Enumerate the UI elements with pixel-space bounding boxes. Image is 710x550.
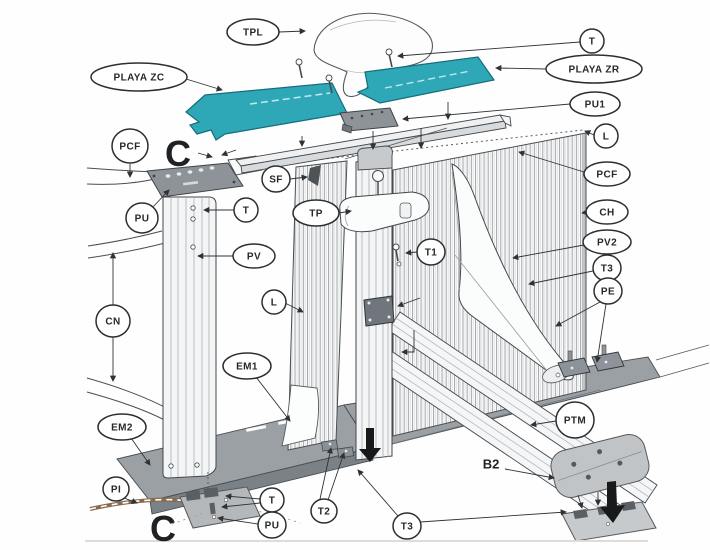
leader-lines <box>123 28 607 525</box>
part-label-pv2: PV2 <box>582 229 632 255</box>
svg-text:T2: T2 <box>318 507 331 518</box>
part-label-tp: TP <box>292 199 340 227</box>
screws <box>295 48 393 94</box>
svg-text:PV2: PV2 <box>597 238 617 249</box>
part-label-ptm: PTM <box>555 401 595 439</box>
part-label-c-bottom: C <box>150 508 176 549</box>
svg-text:PCF: PCF <box>119 142 140 153</box>
svg-text:PLAYA ZR: PLAYA ZR <box>569 65 620 76</box>
svg-text:L: L <box>603 132 610 143</box>
svg-text:T: T <box>243 206 250 217</box>
svg-text:T: T <box>589 37 596 48</box>
part-label-em1: EM1 <box>222 352 272 380</box>
part-label-em2: EM2 <box>97 413 147 441</box>
svg-text:EM1: EM1 <box>236 362 258 373</box>
svg-text:PCF: PCF <box>596 170 617 181</box>
part-label-t3-right: T3 <box>592 254 622 282</box>
svg-text:T1: T1 <box>425 248 438 259</box>
svg-text:L: L <box>271 298 278 309</box>
svg-text:PU: PU <box>135 214 150 225</box>
part-label-cn: CN <box>95 304 131 338</box>
centre-post <box>339 145 430 462</box>
part-label-t3-bottom: T3 <box>392 512 422 540</box>
top-plate-pu <box>146 162 244 198</box>
sf-clip <box>308 165 321 186</box>
down-arrow-small <box>359 428 381 462</box>
svg-text:PV: PV <box>247 252 261 263</box>
part-label-pu-bottom: PU <box>257 511 287 539</box>
part-label-l-mid: L <box>261 289 287 315</box>
part-label-pv: PV <box>232 243 276 269</box>
svg-text:PLAYA ZC: PLAYA ZC <box>114 73 165 84</box>
part-label-c-top: C <box>165 133 191 174</box>
right-foot-hardware <box>550 344 710 542</box>
part-label-t-bottom: T <box>259 487 285 513</box>
part-label-pu1: PU1 <box>569 91 621 117</box>
part-label-pcf-right: PCF <box>583 161 631 187</box>
playa-zr-panel <box>356 56 496 104</box>
part-label-t-left: T <box>233 197 259 223</box>
wall-joint-bracket <box>363 295 395 327</box>
knob-ball <box>372 170 384 182</box>
svg-text:T3: T3 <box>401 522 414 533</box>
svg-text:C: C <box>165 133 191 174</box>
svg-text:T3: T3 <box>601 264 614 275</box>
part-label-tpl: TPL <box>226 18 280 46</box>
curved-side-rails <box>86 167 175 425</box>
svg-text:PU: PU <box>265 521 280 532</box>
part-label-pe: PE <box>593 277 623 305</box>
part-label-pi: PI <box>102 476 130 502</box>
part-label-pu-left: PU <box>125 202 159 234</box>
part-label-pcf-left: PCF <box>111 128 149 164</box>
svg-text:PTM: PTM <box>564 416 586 427</box>
svg-text:T: T <box>269 496 276 507</box>
top-cover-parts <box>185 12 496 141</box>
wall-section-left <box>281 160 348 451</box>
svg-text:SF: SF <box>269 175 283 186</box>
svg-text:TP: TP <box>309 209 323 220</box>
part-label-b2: B2 <box>483 457 500 472</box>
svg-text:CH: CH <box>599 208 614 219</box>
part-label-t-top: T <box>579 28 605 54</box>
svg-text:PI: PI <box>111 485 121 496</box>
playa-zc-panel <box>185 82 348 141</box>
svg-text:EM2: EM2 <box>111 423 133 434</box>
svg-text:B2: B2 <box>483 457 500 472</box>
svg-text:PE: PE <box>601 287 615 298</box>
part-label-ch: CH <box>585 199 629 225</box>
b2-plate <box>550 433 650 499</box>
t1-screw <box>392 243 402 267</box>
svg-text:C: C <box>150 508 176 549</box>
tp-seat-bracket <box>339 191 430 233</box>
part-label-t1: T1 <box>416 238 446 266</box>
svg-text:PU1: PU1 <box>585 100 606 111</box>
svg-text:CN: CN <box>105 317 120 328</box>
part-label-sf: SF <box>261 165 291 193</box>
part-label-playa-zr: PLAYA ZR <box>545 54 643 84</box>
part-label-l-top: L <box>593 123 619 149</box>
svg-text:TPL: TPL <box>243 28 263 39</box>
down-arrow-big <box>600 481 625 523</box>
part-label-t2: T2 <box>310 498 338 524</box>
part-label-playa-zc: PLAYA ZC <box>90 62 188 92</box>
